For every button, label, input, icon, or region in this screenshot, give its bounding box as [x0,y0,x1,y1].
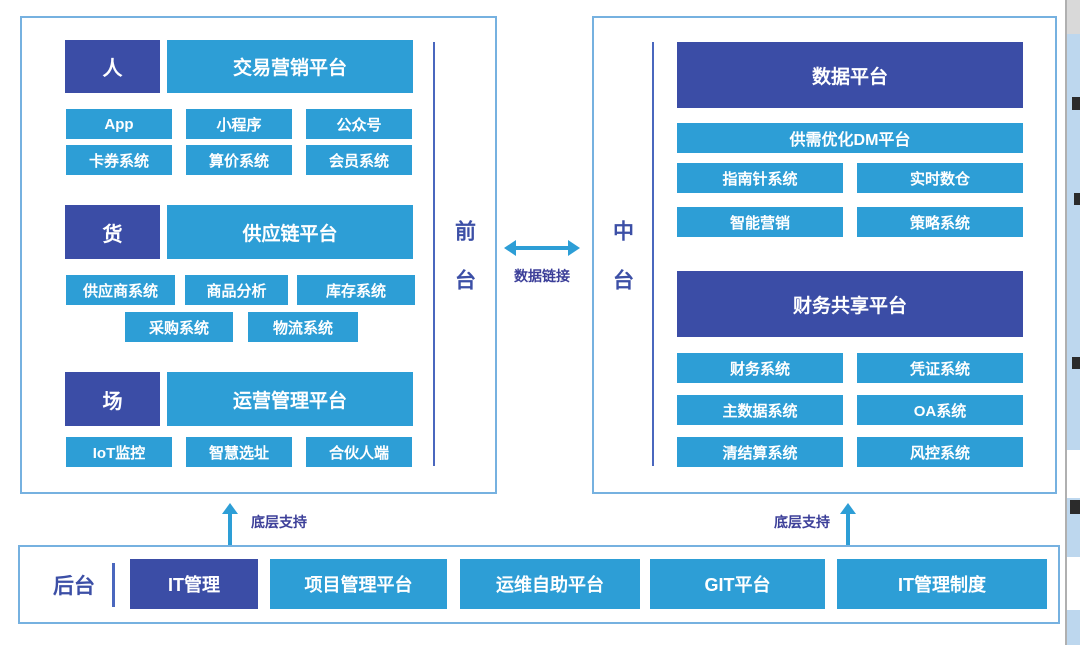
clipped-adjacent-content [1067,0,1080,34]
platform-finance-sharing: 财务共享平台 [677,271,1023,337]
system-master-data: 主数据系统 [677,395,843,425]
system-voucher: 凭证系统 [857,353,1023,383]
support-arrow-left [222,503,238,545]
back-panel: 后台 IT管理 项目管理平台 运维自助平台 GIT平台 IT管理制度 [18,545,1060,624]
system-procurement: 采购系统 [125,312,233,342]
system-app: App [66,109,172,139]
system-coupon: 卡券系统 [66,145,172,175]
up-arrow-stem [846,514,850,545]
system-oa: OA系统 [857,395,1023,425]
system-clearing-settlement: 清结算系统 [677,437,843,467]
back-panel-label: 后台 [53,574,95,598]
system-git-platform: GIT平台 [650,559,825,609]
arrow-shaft [516,246,568,250]
platform-operation-management: 运营管理平台 [167,372,413,426]
arrow-left-head-icon [504,240,516,256]
middle-panel-label-wrap: 中台 [596,18,648,492]
clipped-text-fragment [1074,193,1080,205]
clipped-text-fragment [1072,97,1080,110]
system-supplier: 供应商系统 [66,275,175,305]
system-project-management-platform: 项目管理平台 [270,559,447,609]
system-it-management-rules: IT管理制度 [837,559,1047,609]
platform-supply-demand-dm: 供需优化DM平台 [677,123,1023,153]
clipped-text-fragment [1070,500,1080,514]
tag-venue: 场 [65,372,160,426]
system-pricing: 算价系统 [186,145,292,175]
system-logistics: 物流系统 [248,312,358,342]
middle-panel-divider [652,42,654,466]
platform-data: 数据平台 [677,42,1023,108]
system-inventory: 库存系统 [297,275,415,305]
system-realtime-warehouse: 实时数仓 [857,163,1023,193]
front-panel: 人 交易营销平台 App 小程序 公众号 卡券系统 算价系统 会员系统 货 供应… [20,16,497,494]
platform-trade-marketing: 交易营销平台 [167,40,413,93]
system-product-analysis: 商品分析 [185,275,288,305]
system-it-management: IT管理 [130,559,258,609]
clipped-text-fragment [1072,357,1080,369]
system-risk-control: 风控系统 [857,437,1023,467]
system-strategy: 策略系统 [857,207,1023,237]
system-mini-program: 小程序 [186,109,292,139]
system-partner-client: 合伙人端 [306,437,412,467]
support-right-label: 底层支持 [774,514,830,530]
system-finance: 财务系统 [677,353,843,383]
system-smart-site-selection: 智慧选址 [186,437,292,467]
tag-goods: 货 [65,205,160,259]
system-official-account: 公众号 [306,109,412,139]
system-membership: 会员系统 [306,145,412,175]
up-arrow-head-icon [222,503,238,514]
system-iot-monitoring: IoT监控 [66,437,172,467]
support-left-label: 底层支持 [251,514,307,530]
middle-panel: 中台 数据平台 供需优化DM平台 指南针系统 实时数仓 智能营销 策略系统 财务… [592,16,1057,494]
arrow-right-head-icon [568,240,580,256]
system-ops-selfservice-platform: 运维自助平台 [460,559,640,609]
front-panel-label-wrap: 前台 [439,18,489,492]
up-arrow-stem [228,514,232,545]
data-link-arrow [504,240,580,256]
system-smart-marketing: 智能营销 [677,207,843,237]
front-panel-divider [433,42,435,466]
data-link-label: 数据链接 [514,268,570,284]
front-panel-label: 前台 [452,220,476,318]
tag-person: 人 [65,40,160,93]
window-edge-line [1065,0,1067,645]
clipped-adjacent-content [1067,34,1080,450]
clipped-adjacent-content [1067,610,1080,645]
back-panel-divider [112,563,115,607]
support-arrow-right [840,503,856,545]
up-arrow-head-icon [840,503,856,514]
middle-panel-label: 中台 [610,220,634,318]
system-compass: 指南针系统 [677,163,843,193]
platform-supply-chain: 供应链平台 [167,205,413,259]
